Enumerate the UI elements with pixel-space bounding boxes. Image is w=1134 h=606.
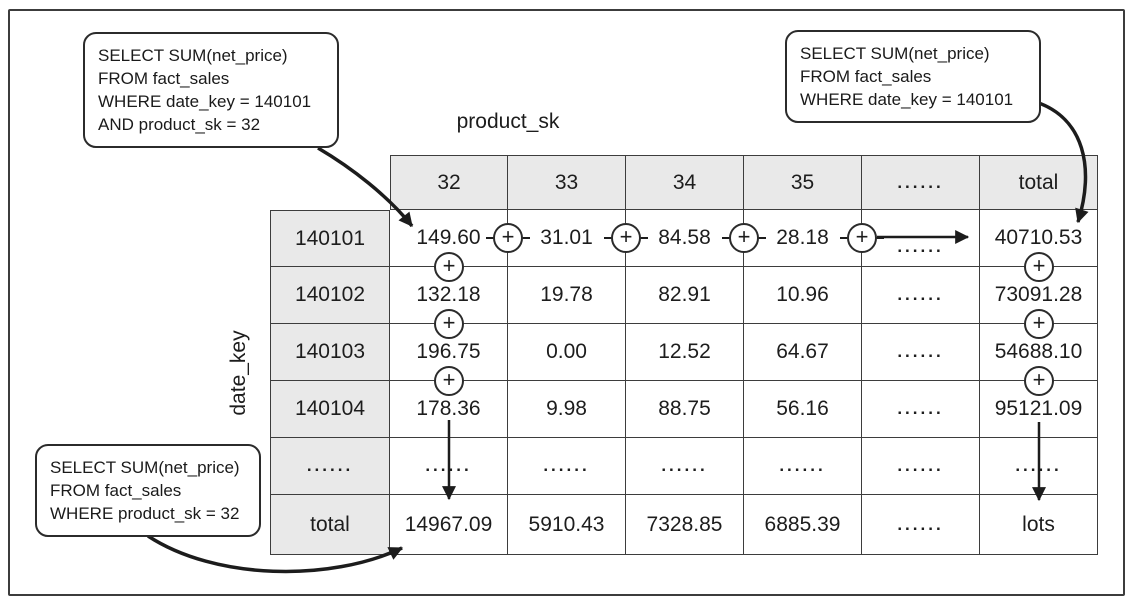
table-cell: 10.96	[744, 267, 862, 324]
sql-callout-row-total: SELECT SUM(net_price) FROM fact_sales WH…	[785, 30, 1041, 123]
plus-operator-icon: +	[434, 252, 464, 282]
plus-operator-icon: +	[1024, 309, 1054, 339]
sql-line: FROM fact_sales	[50, 481, 182, 500]
table-cell: 19.78	[508, 267, 626, 324]
sql-line: SELECT SUM(net_price)	[50, 458, 240, 477]
figure-border	[8, 9, 1125, 596]
plus-operator-icon: +	[1024, 366, 1054, 396]
sql-line: AND product_sk = 32	[98, 115, 261, 134]
column-header: ......	[862, 155, 980, 210]
sql-line: WHERE date_key = 140101	[98, 92, 312, 111]
table-cell: 9.98	[508, 381, 626, 438]
column-axis-label: product_sk	[456, 110, 560, 133]
column-header: 35	[744, 155, 862, 210]
corner-cell	[270, 155, 390, 210]
table-cell: 56.16	[744, 381, 862, 438]
table-cell: 5910.43	[508, 495, 626, 555]
table-cell: 88.75	[626, 381, 744, 438]
plus-operator-icon: +	[847, 223, 877, 253]
table-cell: 6885.39	[744, 495, 862, 555]
table-cell: 7328.85	[626, 495, 744, 555]
table-cell: 82.91	[626, 267, 744, 324]
plus-operator-icon: +	[434, 309, 464, 339]
table-cell: ......	[508, 438, 626, 495]
sql-line: SELECT SUM(net_price)	[98, 46, 288, 65]
table-cell: 64.67	[744, 324, 862, 381]
sql-line: WHERE product_sk = 32	[50, 504, 240, 523]
row-header: 140101	[270, 210, 390, 267]
table-cell: lots	[980, 495, 1098, 555]
table-cell: 14967.09	[390, 495, 508, 555]
plus-operator-icon: +	[611, 223, 641, 253]
sql-line: FROM fact_sales	[800, 67, 932, 86]
plus-operator-icon: +	[434, 366, 464, 396]
row-header: 140104	[270, 381, 390, 438]
column-header: total	[980, 155, 1098, 210]
plus-operator-icon: +	[1024, 252, 1054, 282]
table-cell: 73091.28	[980, 267, 1098, 324]
sql-line: SELECT SUM(net_price)	[800, 44, 990, 63]
table-cell: ......	[626, 438, 744, 495]
column-header: 34	[626, 155, 744, 210]
row-header: ......	[270, 438, 390, 495]
row-axis-label: date_key	[227, 330, 250, 416]
column-header: 33	[508, 155, 626, 210]
table-cell: 28.18	[744, 210, 862, 267]
row-header: 140103	[270, 324, 390, 381]
table-cell: ......	[390, 438, 508, 495]
sql-callout-single-cell: SELECT SUM(net_price) FROM fact_sales WH…	[83, 32, 339, 148]
table-cell: 54688.10	[980, 324, 1098, 381]
table-cell: ......	[862, 381, 980, 438]
table-cell: ......	[862, 267, 980, 324]
table-cell: ......	[862, 324, 980, 381]
table-cell: ......	[862, 495, 980, 555]
sql-line: FROM fact_sales	[98, 69, 230, 88]
row-header: total	[270, 495, 390, 555]
table-cell: ......	[862, 210, 980, 267]
table-cell: ......	[980, 438, 1098, 495]
sql-callout-column-total: SELECT SUM(net_price) FROM fact_sales WH…	[35, 444, 261, 537]
table-cell: 12.52	[626, 324, 744, 381]
table-cell: 0.00	[508, 324, 626, 381]
sql-line: WHERE date_key = 140101	[800, 90, 1014, 109]
plus-operator-icon: +	[729, 223, 759, 253]
column-header: 32	[390, 155, 508, 210]
row-header: 140102	[270, 267, 390, 324]
table-cell: ......	[862, 438, 980, 495]
table-cell: 31.01	[508, 210, 626, 267]
plus-operator-icon: +	[493, 223, 523, 253]
table-cell: ......	[744, 438, 862, 495]
data-cube-table: 32 33 34 35 ...... total 140101 149.60 3…	[270, 155, 1098, 555]
table-cell: 84.58	[626, 210, 744, 267]
